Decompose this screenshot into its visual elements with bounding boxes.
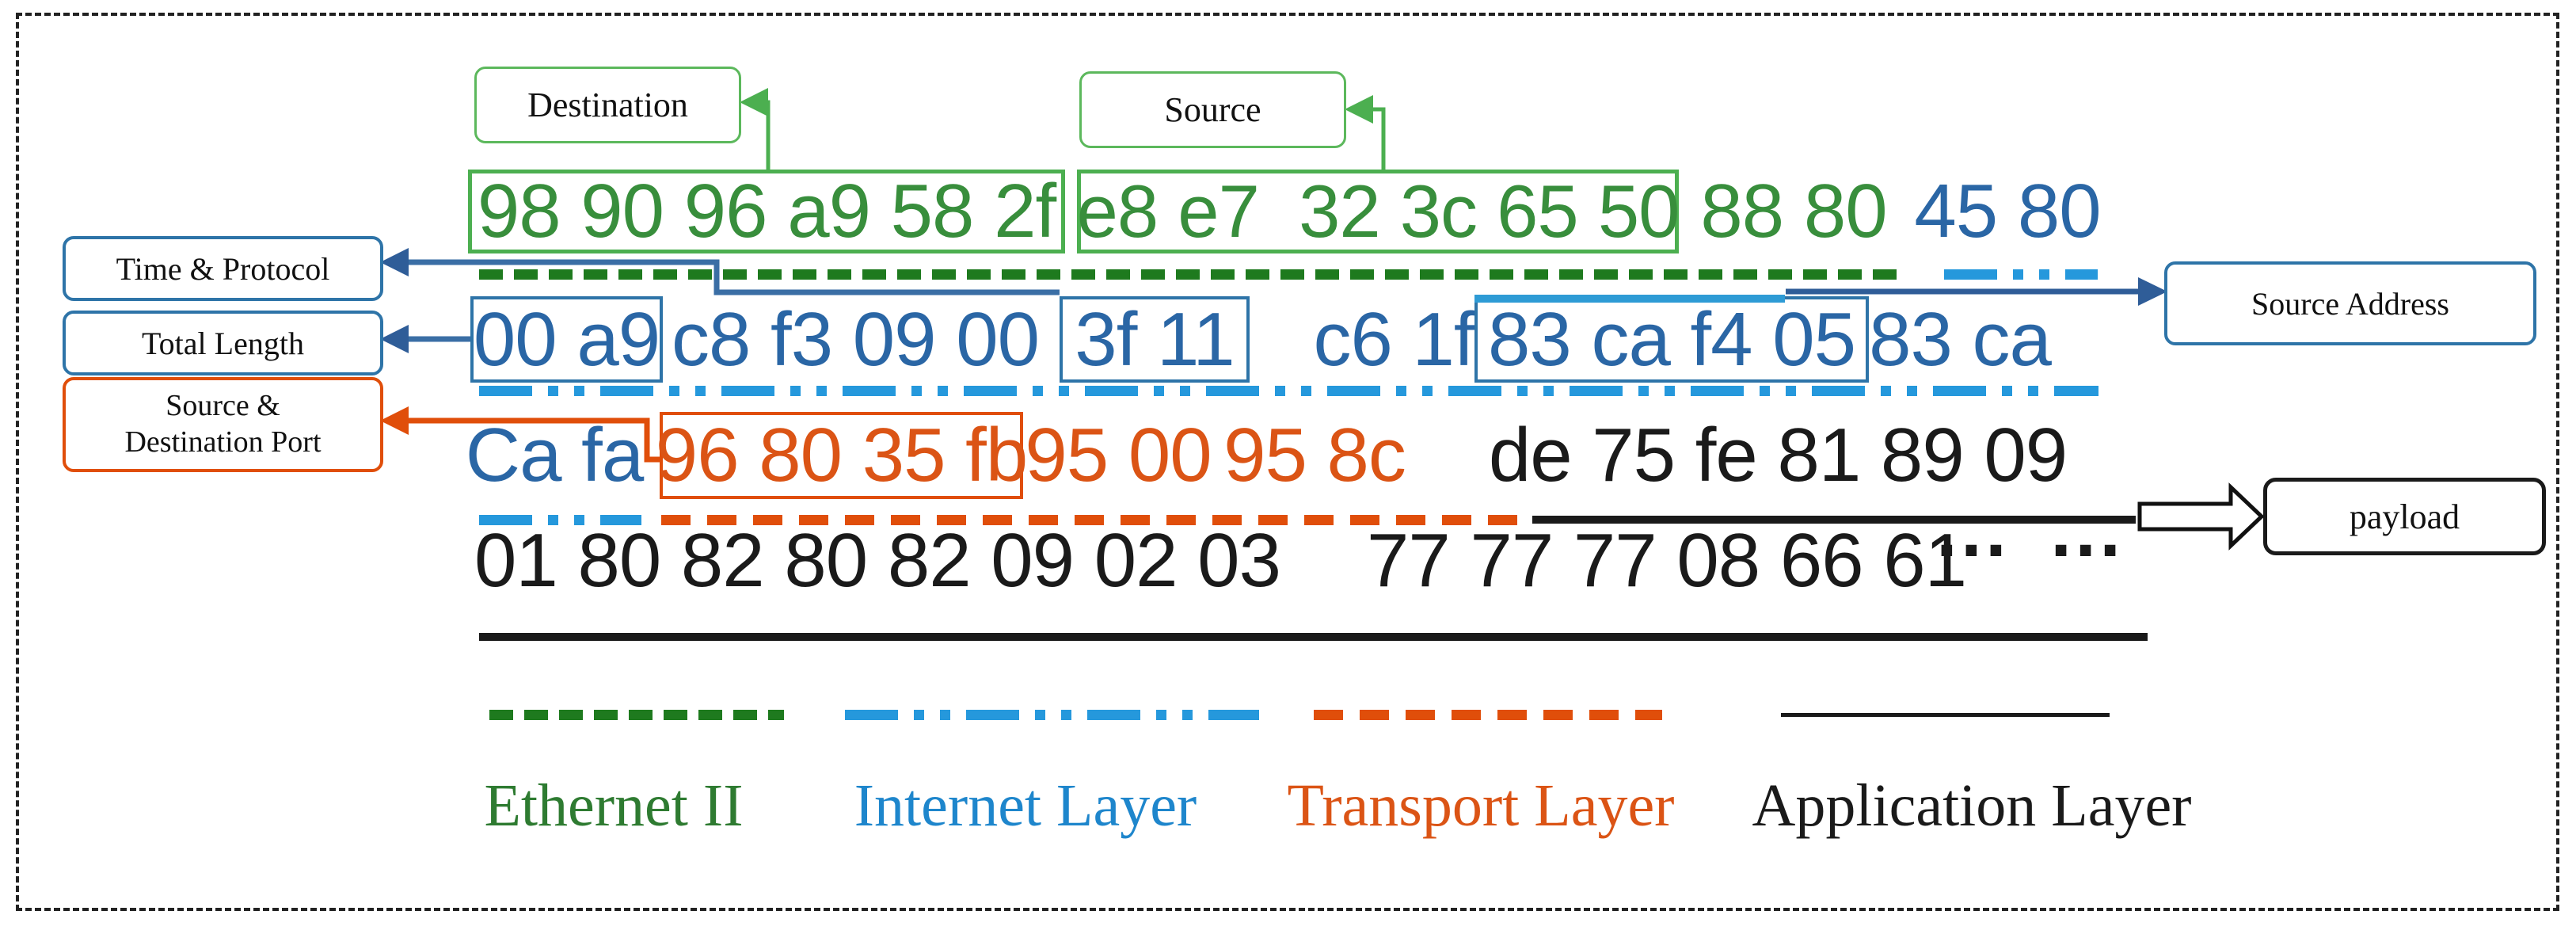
legend-label-application: Application Layer	[1752, 772, 2192, 839]
hex-udp-checksum: 95 8c	[1223, 413, 1406, 497]
hex-dest-ip-lo: Ca fa	[465, 413, 644, 497]
hex-ethertype: 88 80	[1700, 169, 1887, 253]
hex-source-mac: e8 e7 32 3c 65 50	[1076, 170, 1680, 253]
hex-id-flags: c8 f3 09 00	[671, 296, 1040, 382]
src-dst-port-label-line2: Destination Port	[124, 425, 322, 459]
transport-underline	[661, 515, 1524, 525]
source-address-label-text: Source Address	[2251, 285, 2449, 322]
hex-checksum: c6 1f	[1313, 296, 1474, 382]
source-label-text: Source	[1164, 90, 1261, 129]
src-dst-port-label-line1: Source &	[166, 389, 280, 423]
legend-line-application	[1781, 713, 2110, 717]
hex-ip-version: 45 80	[1914, 169, 2101, 253]
src-dst-port-label: Source & Destination Port	[63, 377, 383, 472]
application-underline-row3	[1532, 516, 2136, 524]
hex-dest-ip-hi: 83 ca	[1869, 296, 2052, 382]
hex-ports: 96 80 35 fb	[655, 412, 1028, 499]
hex-app-data-row3: de 75 fe 81 89 09	[1488, 413, 2068, 497]
hex-total-length: 00 a9	[470, 296, 663, 383]
destination-label-text: Destination	[527, 86, 688, 124]
ethernet-underline	[479, 269, 1901, 280]
hex-udp-length: 95 00	[1025, 413, 1212, 497]
hex-app-data-row4b: 77 77 77 08 66 61	[1367, 518, 1967, 603]
source-ip-box-highlight	[1474, 295, 1785, 303]
internet-underline-row1	[1944, 269, 2098, 280]
hex-app-data-row4a: 01 80 82 80 82 09 02 03	[474, 518, 1281, 603]
time-protocol-label: Time & Protocol	[63, 236, 383, 301]
legend-line-internet	[845, 710, 1259, 720]
total-length-label: Total Length	[63, 311, 383, 375]
application-underline-row4	[479, 633, 2148, 641]
payload-label: payload	[2263, 478, 2546, 555]
destination-label: Destination	[474, 67, 741, 143]
internet-underline-row2	[479, 386, 2098, 396]
total-length-label-text: Total Length	[142, 325, 304, 361]
source-label: Source	[1079, 71, 1346, 148]
legend-label-internet: Internet Layer	[854, 772, 1197, 839]
hex-source-ip: 83 ca f4 05	[1474, 296, 1869, 383]
legend-line-transport	[1314, 710, 1662, 720]
source-address-label: Source Address	[2164, 261, 2536, 345]
time-protocol-label-text: Time & Protocol	[116, 250, 330, 287]
payload-label-text: payload	[2349, 497, 2460, 536]
hex-destination-mac: 98 90 96 a9 58 2f	[468, 169, 1065, 253]
hex-ellipsis: ··· ···	[1936, 508, 2125, 593]
legend-label-transport: Transport Layer	[1287, 772, 1675, 839]
internet-underline-row3	[479, 515, 641, 525]
legend-line-ethernet	[489, 710, 784, 720]
hex-ttl-protocol: 3f 11	[1060, 296, 1250, 383]
legend-label-ethernet: Ethernet II	[484, 772, 744, 839]
outer-dashed-border	[16, 13, 2559, 911]
